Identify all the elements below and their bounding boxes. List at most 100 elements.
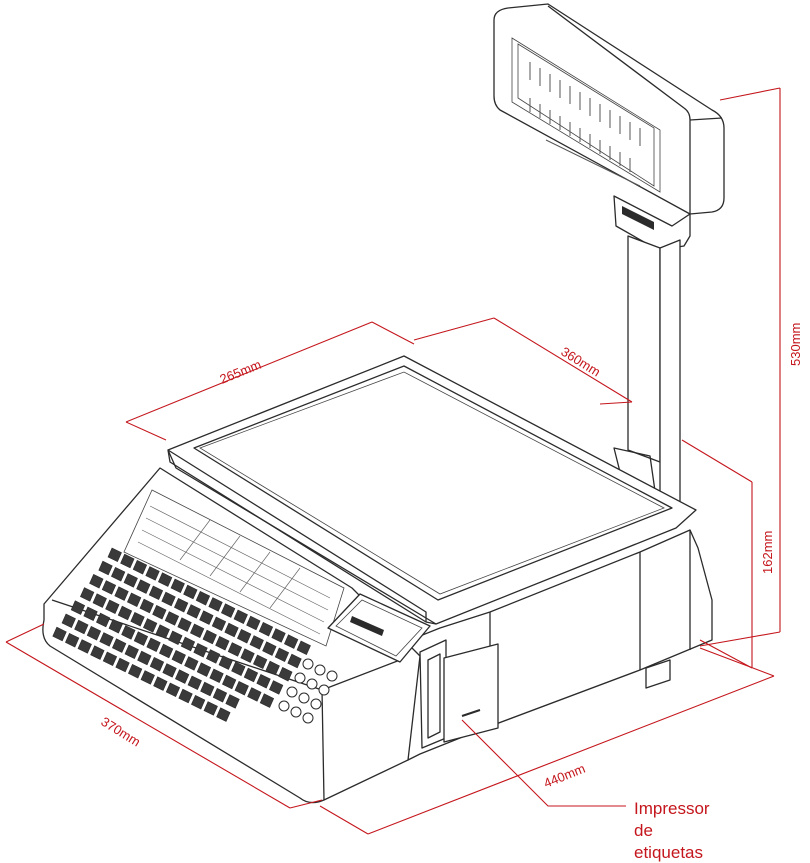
- keyboard-key: [133, 631, 149, 646]
- keyboard-key: [296, 640, 311, 656]
- keypad-key: [294, 672, 306, 684]
- keyboard-key: [184, 656, 199, 671]
- keyboard-key: [121, 625, 136, 640]
- keypad-key: [314, 664, 326, 676]
- keyboard-key: [107, 547, 122, 563]
- callout-line-3: etiquetas: [634, 843, 703, 862]
- keyboard-key: [132, 559, 148, 575]
- keyboard-key: [161, 591, 176, 607]
- keypad-key: [286, 686, 298, 698]
- keypad-key: [278, 700, 290, 712]
- keyboard-key: [159, 643, 174, 659]
- keyboard-key: [105, 599, 120, 615]
- keyboard-key: [177, 617, 192, 632]
- keyboard-key: [249, 635, 264, 650]
- dimension-lines: [5, 87, 781, 835]
- dim-440mm: 440mm: [542, 761, 588, 791]
- display-segments: [529, 62, 641, 187]
- keyboard-key: [269, 680, 284, 695]
- keyboard-key: [89, 573, 104, 589]
- pole-display: [493, 3, 725, 251]
- keyboard-key: [83, 606, 98, 622]
- keyboard-key: [224, 622, 239, 638]
- label-printer: [419, 639, 499, 749]
- keyboard-key: [278, 666, 293, 682]
- keyboard-key: [246, 615, 261, 631]
- keyboard-key: [221, 603, 236, 618]
- keypad-key: [326, 670, 338, 682]
- keyboard-key: [195, 590, 211, 606]
- brand-mark-display: [622, 206, 654, 230]
- keyboard-key: [90, 645, 105, 660]
- keyboard-key: [137, 650, 152, 666]
- keyboard-key: [127, 592, 142, 608]
- weighing-platter: [167, 355, 697, 625]
- keyboard-key: [258, 621, 274, 637]
- keyboard-key: [199, 610, 214, 625]
- keyboard-key: [202, 629, 217, 645]
- keyboard-key: [65, 632, 80, 648]
- keyboard-key: [61, 613, 76, 629]
- keyboard-key: [274, 647, 290, 663]
- keyboard-key: [114, 586, 129, 601]
- keyboard-key: [259, 693, 275, 708]
- keypad-key: [318, 684, 330, 696]
- keyboard-key: [96, 612, 111, 628]
- keyboard-key: [171, 649, 186, 665]
- keyboard-key: [136, 579, 151, 594]
- keyboard-key: [247, 687, 262, 702]
- dim-162mm: 162mm: [760, 531, 775, 574]
- keyboard-key: [99, 632, 114, 647]
- keypad-key: [298, 692, 310, 704]
- keyboard-key: [218, 655, 233, 670]
- keyboard-key: [227, 642, 243, 657]
- keyboard-key: [216, 707, 231, 722]
- keyboard-key: [98, 560, 113, 576]
- keypad-key: [290, 706, 302, 718]
- keyboard-key: [115, 657, 130, 673]
- keyboard-key: [52, 626, 67, 642]
- keyboard-key: [237, 628, 252, 644]
- keyboard-key: [180, 636, 196, 652]
- keyboard-key: [168, 630, 183, 646]
- keyboard-key: [149, 656, 165, 672]
- keyboard-key: [193, 642, 208, 658]
- keyboard-key: [240, 648, 255, 663]
- keyboard-key: [123, 573, 138, 588]
- key-label-lines: [137, 505, 331, 635]
- keypad-key: [310, 698, 322, 710]
- keyboard-key: [170, 578, 185, 594]
- keyboard-key: [153, 676, 168, 691]
- keyboard-key: [124, 644, 139, 660]
- keyboard-key: [140, 670, 155, 685]
- keyboard-key: [86, 625, 102, 641]
- keyboard-key: [120, 553, 135, 569]
- callout-line-2: de: [634, 821, 653, 840]
- keyboard-key: [70, 600, 86, 615]
- dim-370mm: 370mm: [98, 714, 143, 750]
- keyboard-key: [211, 616, 227, 632]
- keyboard-key: [174, 597, 189, 613]
- keyboard-key: [287, 653, 302, 669]
- keyboard-key: [206, 649, 221, 664]
- keypad-key: [302, 712, 314, 724]
- keyboard-key: [262, 641, 277, 656]
- keyboard-key: [256, 673, 271, 689]
- keyboard-key: [253, 654, 268, 670]
- keyboard-key: [200, 681, 215, 697]
- keyboard-key: [155, 624, 170, 639]
- keyboard-key: [111, 566, 126, 582]
- printer-callout: Impressor de etiquetas: [634, 799, 710, 862]
- keyboard-key: [215, 635, 230, 651]
- keyboard-key: [231, 661, 246, 677]
- keyboard-key: [145, 566, 160, 581]
- keyboard-key: [101, 580, 117, 595]
- keyboard-key: [146, 637, 161, 653]
- keyboard-key: [191, 694, 206, 710]
- keyboard-key: [225, 694, 240, 709]
- keyboard-key: [139, 598, 154, 614]
- keypad-key: [302, 658, 314, 670]
- keyboard-key: [222, 674, 237, 690]
- keyboard-key: [143, 618, 158, 633]
